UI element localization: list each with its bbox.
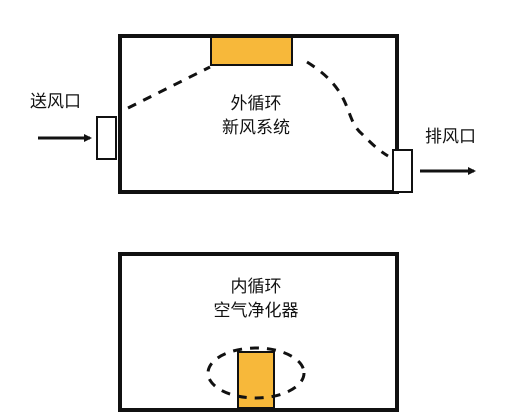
exhaust-airflow-path <box>306 60 389 158</box>
inlet-vent <box>96 116 117 160</box>
intake-airflow-path <box>127 65 211 110</box>
fresh-air-title-line1: 外循环 <box>230 94 282 114</box>
purifier-unit <box>237 351 275 409</box>
fresh-air-title-line2: 新风系统 <box>222 118 290 138</box>
fresh-air-fan-unit <box>210 36 293 66</box>
purifier-title-line2: 空气净化器 <box>213 301 299 321</box>
outlet-label: 排风口 <box>425 127 476 147</box>
purifier-title-line1: 内循环 <box>230 277 282 297</box>
outlet-vent <box>392 149 413 193</box>
air-purifier-box <box>118 252 399 412</box>
inlet-label: 送风口 <box>30 92 81 112</box>
recirculation-airflow-loop <box>206 346 306 400</box>
